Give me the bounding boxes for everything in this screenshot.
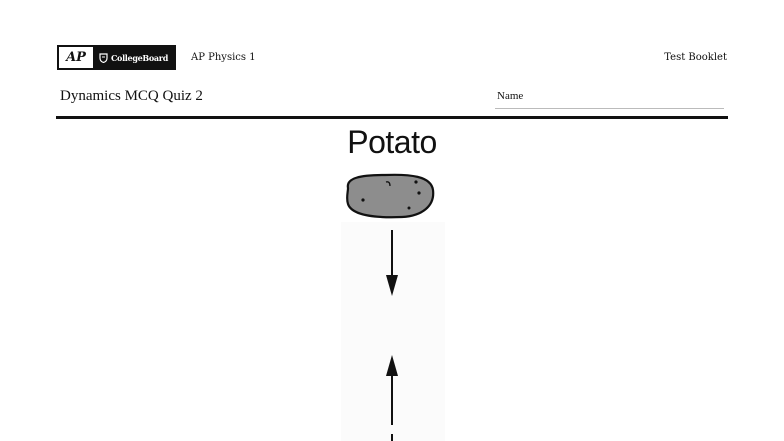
name-label: Name bbox=[497, 90, 524, 102]
diagram-drawing bbox=[346, 173, 435, 441]
upward-force-arrow bbox=[386, 355, 398, 425]
collegeboard-logo-text: CollegeBoard bbox=[110, 52, 169, 63]
potato-icon bbox=[346, 173, 435, 219]
acorn-shield-icon bbox=[99, 52, 108, 63]
collegeboard-logo-panel: CollegeBoard bbox=[93, 47, 174, 68]
ap-logo-text: AP bbox=[59, 47, 93, 68]
free-body-diagram: Potato bbox=[330, 120, 454, 441]
subject-label: AP Physics 1 bbox=[191, 52, 256, 63]
test-booklet-label: Test Booklet bbox=[664, 52, 727, 63]
header-divider bbox=[56, 116, 728, 119]
downward-force-arrow bbox=[386, 230, 398, 296]
ap-collegeboard-logo: AP CollegeBoard bbox=[57, 45, 176, 70]
name-field-line[interactable] bbox=[495, 108, 724, 109]
quiz-title: Dynamics MCQ Quiz 2 bbox=[60, 88, 203, 104]
figure-title: Potato bbox=[347, 124, 437, 160]
